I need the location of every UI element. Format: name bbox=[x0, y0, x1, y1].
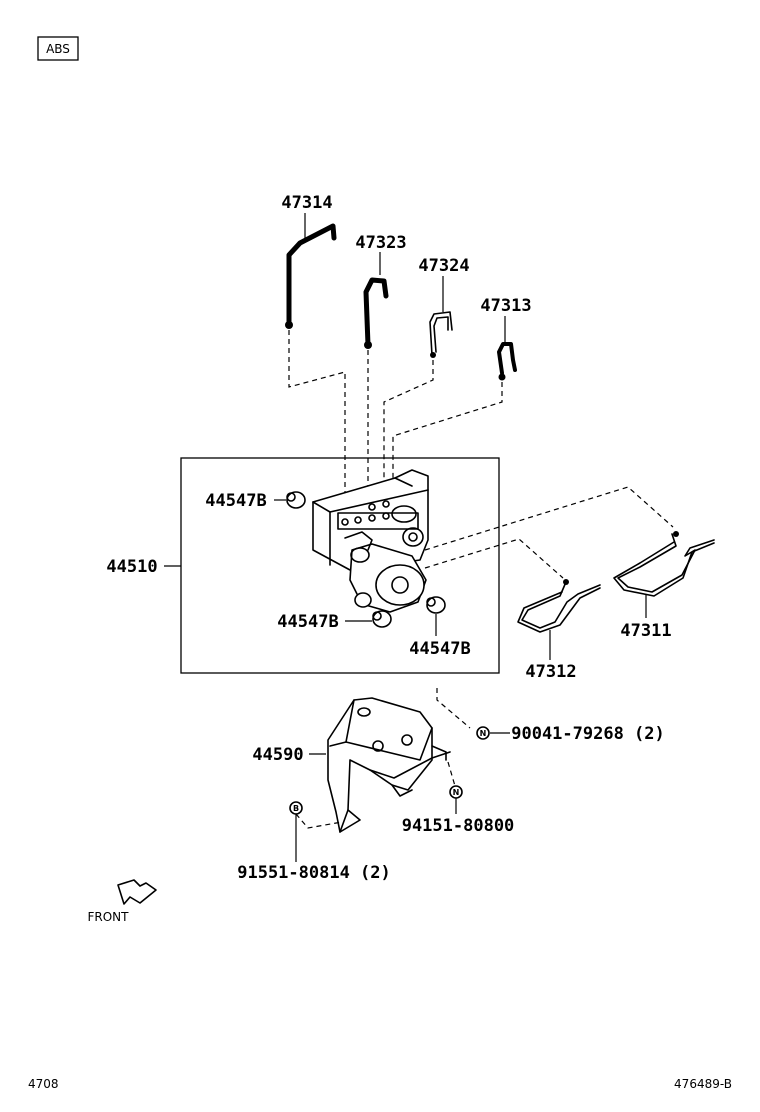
nut-mark-90041: N bbox=[480, 729, 487, 738]
grommet-top bbox=[286, 491, 306, 509]
callout-91551: 91551-80814 (2) bbox=[237, 863, 391, 883]
nut-mark-94151: N bbox=[453, 788, 460, 797]
callout-47314: 47314 bbox=[281, 193, 332, 213]
bolt-91551: B bbox=[289, 801, 303, 815]
grommet-bottom-right bbox=[426, 596, 446, 614]
callout-44547b-top: 44547B bbox=[205, 491, 266, 511]
front-label: FRONT bbox=[88, 910, 130, 924]
nut-90041: N bbox=[476, 726, 490, 740]
abs-tag-text: ABS bbox=[46, 42, 70, 56]
bolt-mark-91551: B bbox=[293, 804, 299, 813]
brake-tube-47314 bbox=[285, 223, 337, 329]
brake-tube-47323 bbox=[363, 277, 389, 349]
callout-47313: 47313 bbox=[480, 296, 531, 316]
callout-44547b-bottom-right: 44547B bbox=[409, 639, 470, 659]
page-reference: 4708 bbox=[28, 1077, 59, 1091]
callout-47311: 47311 bbox=[620, 621, 671, 641]
front-arrow-icon bbox=[117, 879, 157, 905]
figure-code: 476489-B bbox=[674, 1077, 732, 1091]
grommet-bottom-left bbox=[354, 592, 392, 628]
brake-tube-47312 bbox=[517, 579, 601, 633]
abs-section-tag: ABS bbox=[37, 36, 79, 61]
actuator-bracket-44590 bbox=[327, 697, 451, 833]
brake-tube-47324 bbox=[429, 311, 453, 358]
brake-tube-47311 bbox=[613, 531, 715, 597]
callout-44590: 44590 bbox=[252, 745, 303, 765]
callout-47324: 47324 bbox=[418, 256, 469, 276]
brake-tube-47313 bbox=[497, 342, 517, 381]
callout-47312: 47312 bbox=[525, 662, 576, 682]
callout-44547b-bottom-left: 44547B bbox=[277, 612, 338, 632]
callout-94151: 94151-80800 bbox=[402, 816, 515, 836]
abs-actuator-unit bbox=[312, 469, 429, 613]
callout-47323: 47323 bbox=[355, 233, 406, 253]
callout-44510: 44510 bbox=[106, 557, 157, 577]
nut-94151: N bbox=[449, 785, 463, 799]
callout-90041: 90041-79268 (2) bbox=[511, 724, 665, 744]
